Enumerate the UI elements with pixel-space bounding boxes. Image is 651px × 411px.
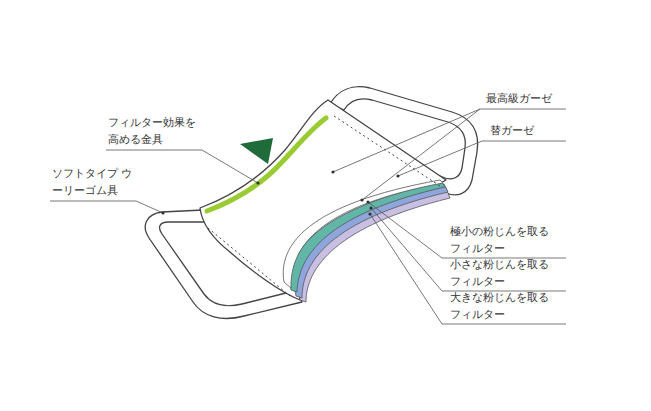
leader-dot <box>366 200 369 203</box>
part-label: 小さな粉じんを取る フィルター <box>450 256 553 290</box>
leader-line <box>398 141 566 176</box>
part-label: ソフトタイプ ウーリーゴム具 <box>52 165 133 199</box>
leader-dot <box>360 198 363 201</box>
leader-dot <box>331 170 334 173</box>
leader-line <box>370 214 566 324</box>
marker-triangle <box>240 138 273 164</box>
leader-dot <box>256 181 259 184</box>
leader-dot <box>368 212 371 215</box>
leader-line <box>368 202 566 258</box>
part-label: 最高級ガーゼ <box>486 90 552 107</box>
leader-dot <box>396 174 399 177</box>
gauze-layer <box>283 180 443 288</box>
leader-line <box>371 208 566 291</box>
leader-dot <box>161 211 164 214</box>
stitch-line <box>334 116 440 186</box>
nose-wire <box>207 118 326 211</box>
part-label: フィルター効果を 高める金具 <box>108 114 200 148</box>
part-label: 極小の粉じんを取る フィルター <box>450 223 553 257</box>
leader-line <box>50 201 163 213</box>
leader-line <box>362 109 480 200</box>
leader-line <box>333 109 566 172</box>
part-label: 替ガーゼ <box>490 122 534 139</box>
part-label: 大きな粉じんを取る フィルター <box>450 289 553 323</box>
stitch-line <box>208 228 290 296</box>
leader-dot <box>369 206 372 209</box>
